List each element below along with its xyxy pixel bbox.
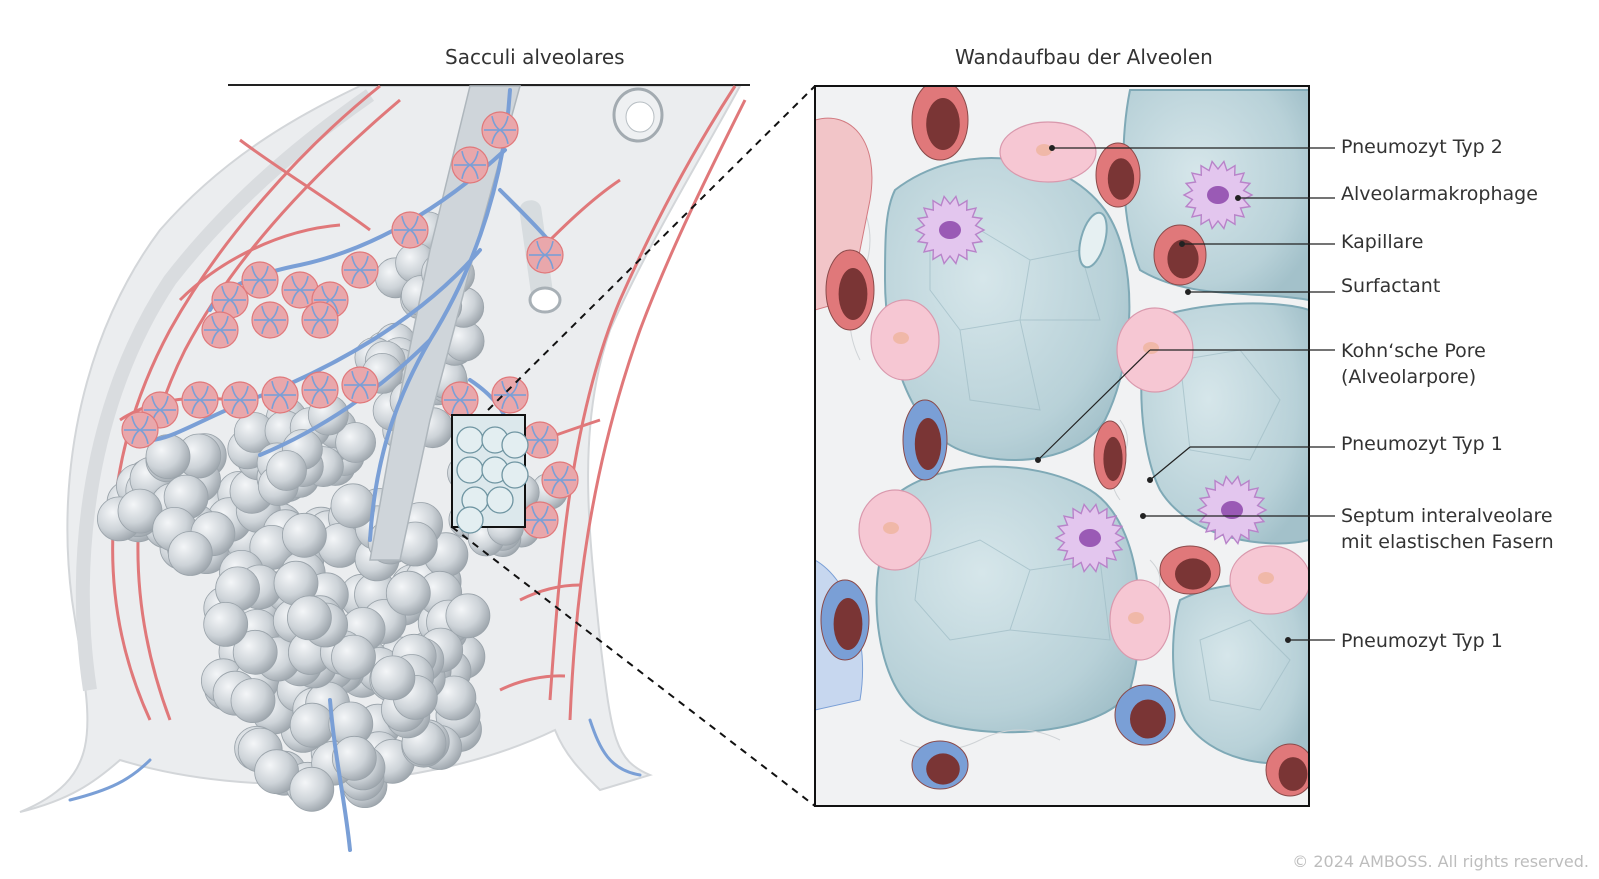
alveolus-sphere: [286, 595, 332, 641]
label-pneumozyt-typ-1-a: Pneumozyt Typ 1: [1341, 433, 1503, 455]
label-leaders: [1034, 145, 1335, 643]
capillary-tuft: [521, 421, 559, 459]
capillary-tuft: [121, 411, 159, 449]
alveolus-sphere: [385, 570, 431, 616]
label-kohnsche-pore-line1: Kohn‘sche Pore: [1341, 340, 1486, 362]
pneumocyte-type-2: [1229, 545, 1309, 615]
capillary-tuft: [341, 366, 379, 404]
zoom-alveolus: [456, 456, 484, 484]
label-surfactant: Surfactant: [1341, 275, 1441, 297]
label-kohnsche-pore-line2: (Alveolarpore): [1341, 366, 1477, 388]
capillary-section: [825, 249, 875, 331]
alveolar-macrophage: [1196, 475, 1268, 545]
alveolus-sphere: [167, 531, 213, 576]
capillary-tuft: [451, 146, 489, 184]
capillary-tuft: [201, 311, 239, 349]
capillary-section: [1093, 420, 1127, 490]
pneumocyte-type-2: [1109, 579, 1171, 661]
alveolus-sphere: [230, 678, 276, 723]
pneumocyte-type-2: [999, 121, 1097, 183]
capillary-section: [820, 579, 870, 661]
capillary-section: [1114, 684, 1176, 746]
capillary-tuft: [341, 251, 379, 289]
alveolus-sphere: [370, 655, 416, 701]
pneumocyte-type-2: [858, 489, 932, 571]
capillary-tuft: [481, 111, 519, 149]
zoom-indicator: [451, 85, 816, 807]
label-septum-interalveolare: Septum interalveolare mit elastischen Fa…: [1341, 503, 1554, 555]
alveolar-macrophage: [1182, 160, 1254, 230]
alveolus-sphere: [203, 602, 249, 647]
pneumocyte-type-2: [870, 299, 940, 381]
copyright-notice: © 2024 AMBOSS. All rights reserved.: [1292, 852, 1589, 871]
capillary-tuft: [301, 371, 339, 409]
zoom-alveolus: [486, 486, 514, 514]
left-veins: [68, 88, 642, 852]
alveolus-sphere: [289, 766, 335, 812]
alveolar-wall-detail: [814, 85, 1310, 807]
capillary-tuft: [491, 376, 529, 414]
capillary-section: [1265, 743, 1309, 797]
alveolus-sphere: [331, 634, 376, 680]
capillary-tuft: [391, 211, 429, 249]
zoom-alveolus: [456, 506, 484, 534]
title-wandaufbau: Wandaufbau der Alveolen: [955, 45, 1213, 69]
zoom-alveolus: [456, 426, 484, 454]
capillary-tuft: [221, 381, 259, 419]
alveolus-sphere: [266, 450, 307, 491]
capillary-tuft: [181, 381, 219, 419]
capillary-section: [911, 86, 969, 161]
label-pneumozyt-typ-1-b: Pneumozyt Typ 1: [1341, 630, 1503, 652]
label-septum-line2: mit elastischen Fasern: [1341, 531, 1554, 553]
alveolar-macrophage: [1054, 503, 1126, 573]
zoom-alveolus: [501, 461, 529, 489]
zoom-alveolus: [501, 431, 529, 459]
label-pneumozyt-typ-2: Pneumozyt Typ 2: [1341, 136, 1503, 158]
alveolus-sphere: [289, 702, 335, 748]
capillary-tuft: [441, 381, 479, 419]
title-sacculi-alveolares: Sacculi alveolares: [445, 45, 625, 69]
capillary-tuft: [241, 261, 279, 299]
capillary-networks: [121, 111, 579, 539]
alveolus-sphere: [331, 735, 377, 781]
capillary-tuft: [541, 461, 579, 499]
capillary-section: [902, 399, 948, 481]
capillary-tuft: [521, 501, 559, 539]
alveolus-sphere: [445, 593, 491, 639]
alveolus-sphere: [335, 422, 377, 463]
capillary-section: [1153, 224, 1207, 286]
label-kapillare: Kapillare: [1341, 231, 1424, 253]
capillary-section: [911, 740, 969, 790]
capillary-section: [1095, 142, 1141, 208]
capillary-tuft: [261, 376, 299, 414]
capillary-tuft: [301, 301, 339, 339]
sacculi-envelope: [19, 84, 750, 813]
label-kohnsche-pore: Kohn‘sche Pore (Alveolarpore): [1341, 338, 1486, 390]
alveolus-sphere: [281, 512, 327, 558]
alveolus-sphere: [330, 483, 376, 529]
label-septum-line1: Septum interalveolare: [1341, 505, 1553, 527]
capillary-section: [1159, 545, 1221, 595]
alveolus-sphere: [232, 629, 278, 675]
capillary-tuft: [526, 236, 564, 274]
capillary-tuft: [251, 301, 289, 339]
alveolar-macrophage: [914, 195, 986, 265]
label-alveolarmakrophage: Alveolarmakrophage: [1341, 183, 1538, 205]
